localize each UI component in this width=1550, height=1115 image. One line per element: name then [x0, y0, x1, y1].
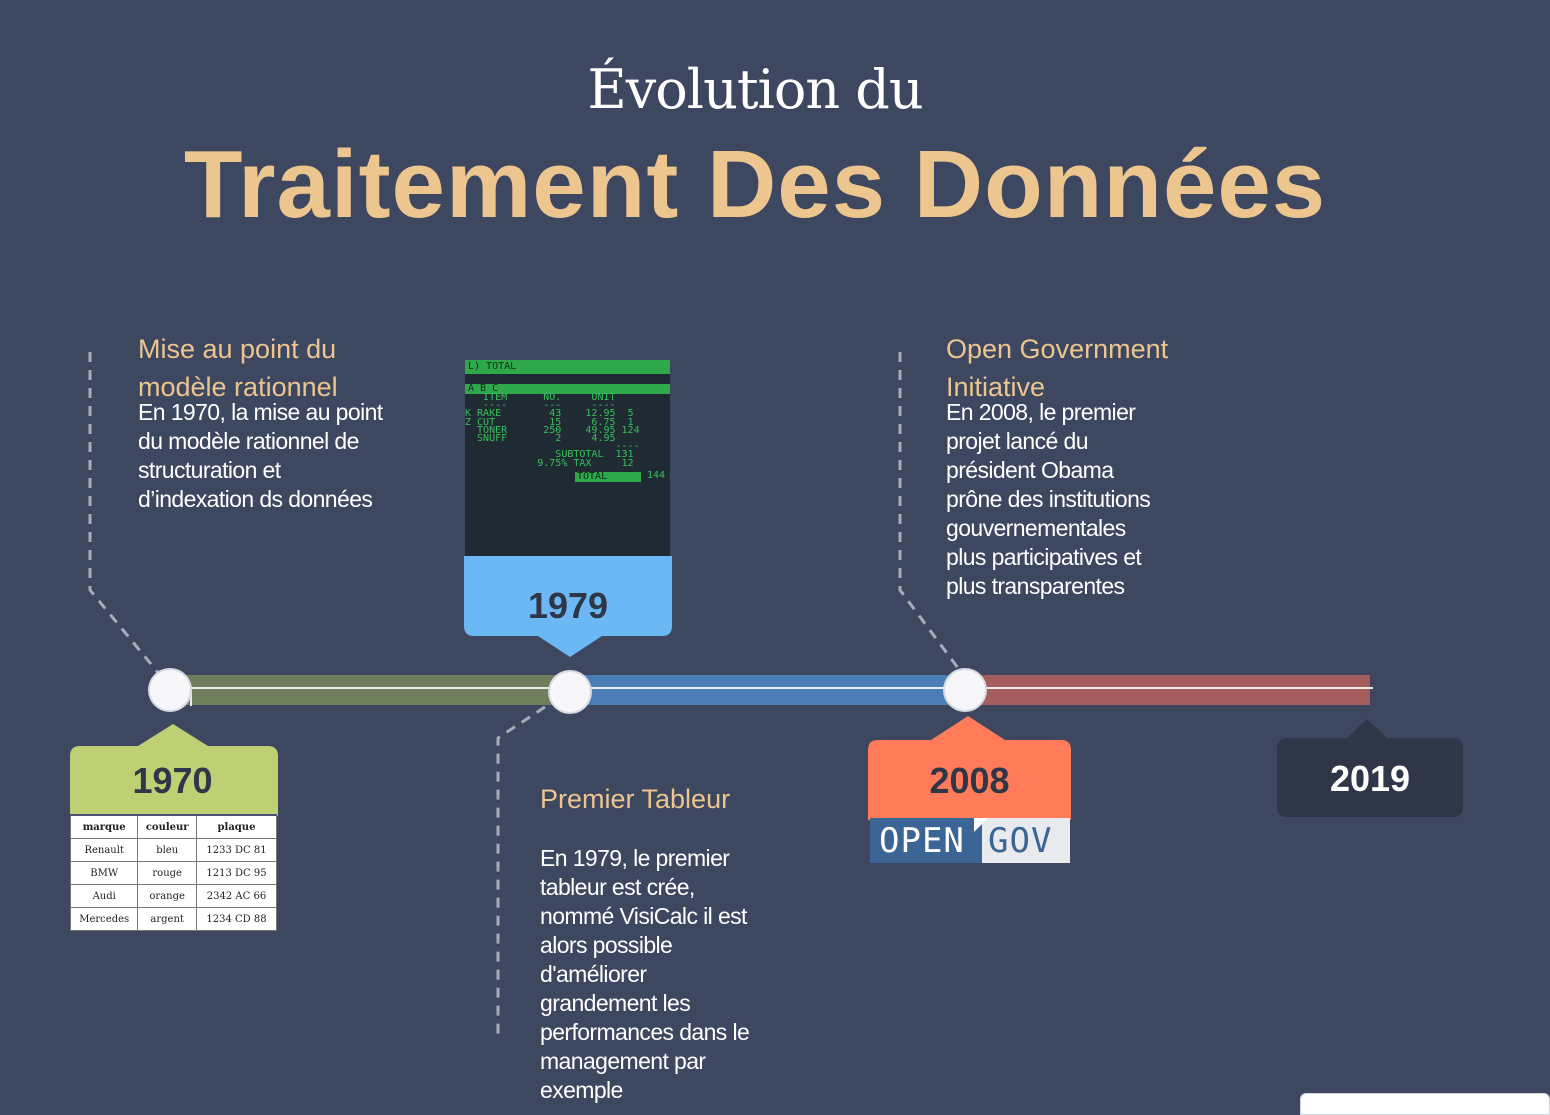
event-2008-text-line: prône des institutions [946, 486, 1151, 512]
event-2008-text-line: projet lancé du [946, 428, 1088, 454]
event-1970-text-line: En 1970, la mise au point [138, 399, 383, 425]
visicalc-screenshot: L) TOTAL A B C ITEM NO. UNIT ---- --- --… [465, 360, 670, 556]
event-1979-text-line: alors possible [540, 932, 673, 958]
event-1970-description: En 1970, la mise au point du modèle rati… [138, 398, 438, 514]
event-1970-title: Mise au point du modèle rationnel [138, 330, 438, 406]
event-2008-text-line: président Obama [946, 457, 1114, 483]
table-row: Mercedes argent 1234 CD 88 [69, 907, 278, 931]
event-2008-text-line: gouvernementales [946, 515, 1126, 541]
event-1970-title-line: Mise au point du [138, 334, 337, 364]
year-badge-2008: 2008 [929, 760, 1010, 801]
event-1970-text-line: du modèle rationnel de [138, 428, 359, 454]
event-1979-text-line: d'améliorer [540, 961, 647, 987]
connector-1970 [88, 352, 162, 676]
opengov-logo-gov: GOV [988, 821, 1053, 861]
table-cell: 1234 CD 88 [195, 907, 278, 931]
table-cell: rouge [137, 861, 197, 885]
event-1970-text-line: d’indexation ds données [138, 486, 373, 512]
car-table-header: couleur [137, 814, 197, 839]
table-cell: 2342 AC 66 [195, 884, 278, 908]
visicalc-line: ---- --- ---- [465, 400, 616, 412]
timeline-node-2008 [945, 670, 985, 710]
event-1979-text-line: En 1979, le premier [540, 845, 730, 871]
year-badge-1970: 1970 [132, 760, 213, 801]
event-1979-text-line: performances dans le [540, 1019, 750, 1045]
table-cell: Audi [69, 884, 139, 908]
year-badge-2008-shape [868, 716, 1071, 820]
timeline-node-1970 [150, 670, 190, 710]
year-badge-1979-shape [464, 556, 672, 657]
table-cell: argent [137, 907, 197, 931]
visicalc-line: TONER 250 49.95 124 [465, 424, 640, 436]
corner-panel [1300, 1093, 1550, 1115]
visicalc-total-label: TOTAL [575, 471, 641, 482]
event-2008-text-line: plus participatives et [946, 544, 1142, 570]
event-1979-description: En 1979, le premier tableur est crée, no… [540, 844, 800, 1105]
visicalc-line: ---- [465, 441, 640, 453]
timeline-segment-2008-2019 [965, 675, 1370, 705]
visicalc-total-value: 144 [647, 469, 666, 481]
visicalc-line: ITEM NO. UNIT [465, 392, 616, 403]
table-cell: orange [137, 884, 197, 908]
visicalc-line: SNUFF 2 4.95 [465, 433, 616, 445]
year-badge-1979: 1979 [527, 585, 609, 626]
timeline-node-1979 [550, 672, 590, 712]
connector-1979 [496, 695, 561, 1040]
event-1979-title-line: Premier Tableur [540, 784, 731, 814]
timeline-line [190, 687, 1373, 689]
year-badge-2019: 2019 [1329, 758, 1411, 799]
table-cell: Mercedes [69, 907, 139, 931]
table-cell: 1213 DC 95 [195, 861, 278, 885]
car-table-header-row: marque couleur plaque [69, 814, 278, 839]
table-row: BMW rouge 1213 DC 95 [69, 861, 278, 885]
opengov-logo-open: OPEN [879, 821, 965, 861]
visicalc-line: 9.75% TAX 12 [465, 457, 634, 469]
event-2008-text-line: En 2008, le premier [946, 399, 1136, 425]
visicalc-top-bar: L) TOTAL [465, 360, 670, 374]
connector-2008 [898, 352, 960, 669]
event-1970-title-line: modèle rationnel [138, 372, 338, 402]
visicalc-line: SUBTOTAL 131 [465, 449, 634, 461]
event-1979-title: Premier Tableur [540, 780, 840, 818]
event-2008-title-line: Open Government [946, 334, 1169, 364]
event-1979-text-line: nommé VisiCalc il est [540, 903, 747, 929]
year-badge-2019-shape [1277, 719, 1463, 817]
table-row: Audi orange 2342 AC 66 [69, 884, 278, 908]
visicalc-column-bar: A B C [465, 384, 670, 394]
car-table-header: plaque [195, 814, 278, 839]
event-1979-text-line: grandement les [540, 990, 691, 1016]
table-cell: Renault [69, 838, 139, 862]
opengov-logo-fold [974, 818, 988, 832]
header-subtitle: Évolution du [587, 58, 923, 121]
event-1970-text-line: structuration et [138, 457, 281, 483]
table-cell: bleu [137, 838, 197, 862]
event-1979-text-line: management par [540, 1048, 706, 1074]
car-table-header: marque [69, 814, 139, 839]
visicalc-line: K RAKE 43 12.95 5 [465, 408, 634, 420]
timeline-segment-1970-1979 [170, 675, 570, 705]
visicalc-line: Z CUT 15 6.75 1 [465, 416, 634, 428]
event-2008-title: Open Government Initiative [946, 330, 1246, 406]
table-cell: 1233 DC 81 [195, 838, 278, 862]
opengov-logo: OPEN GOV [870, 818, 1070, 863]
year-badge-1970-shape [70, 724, 278, 816]
event-1979-text-line: exemple [540, 1077, 623, 1103]
car-table: marque couleur plaque Renault bleu 1233 … [69, 814, 278, 931]
timeline-segment-1979-2008 [570, 675, 965, 705]
event-2008-description: En 2008, le premier projet lancé du prés… [946, 398, 1206, 601]
table-cell: BMW [69, 861, 139, 885]
event-2008-text-line: plus transparentes [946, 573, 1125, 599]
table-row: Renault bleu 1233 DC 81 [69, 838, 278, 862]
timeline-tick [190, 688, 192, 706]
event-1979-text-line: tableur est crée, [540, 874, 695, 900]
header-title: Traitement Des Données [183, 131, 1327, 238]
event-2008-title-line: Initiative [946, 372, 1046, 402]
